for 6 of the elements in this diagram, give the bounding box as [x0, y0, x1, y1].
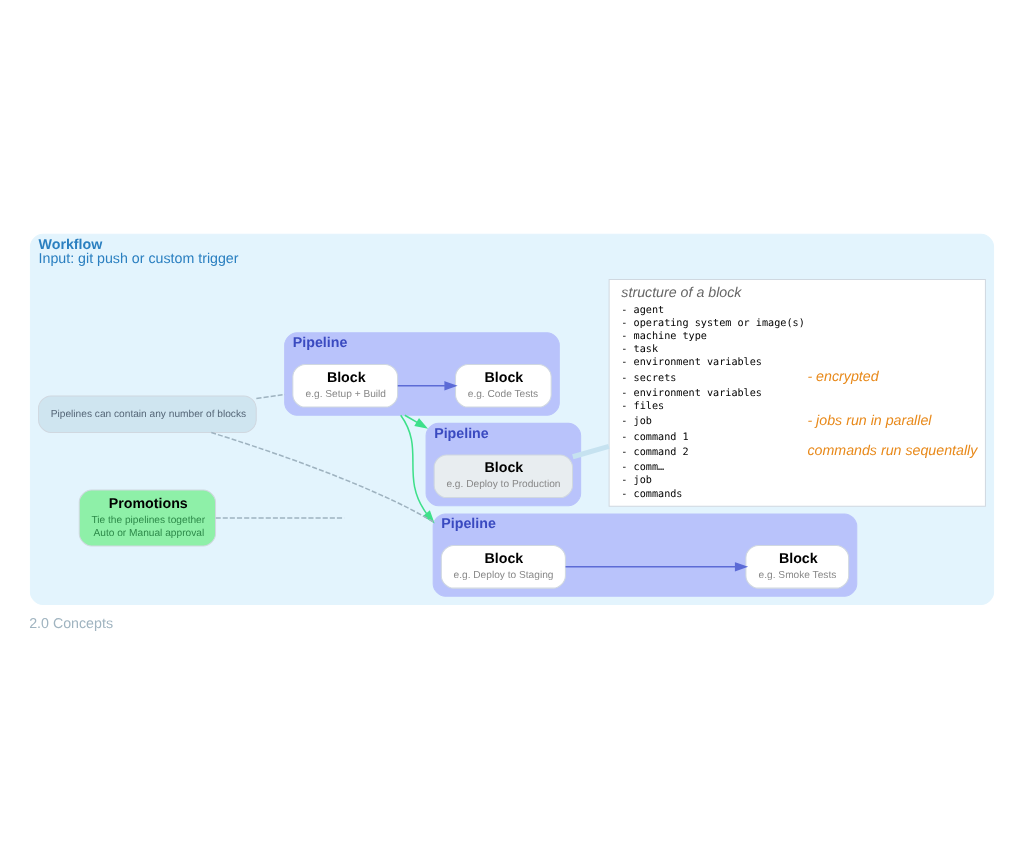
connector — [255, 393, 286, 400]
connector — [215, 517, 345, 519]
arrow — [564, 562, 749, 572]
connector — [572, 443, 610, 460]
arrow — [397, 381, 458, 391]
arrow — [404, 414, 429, 429]
